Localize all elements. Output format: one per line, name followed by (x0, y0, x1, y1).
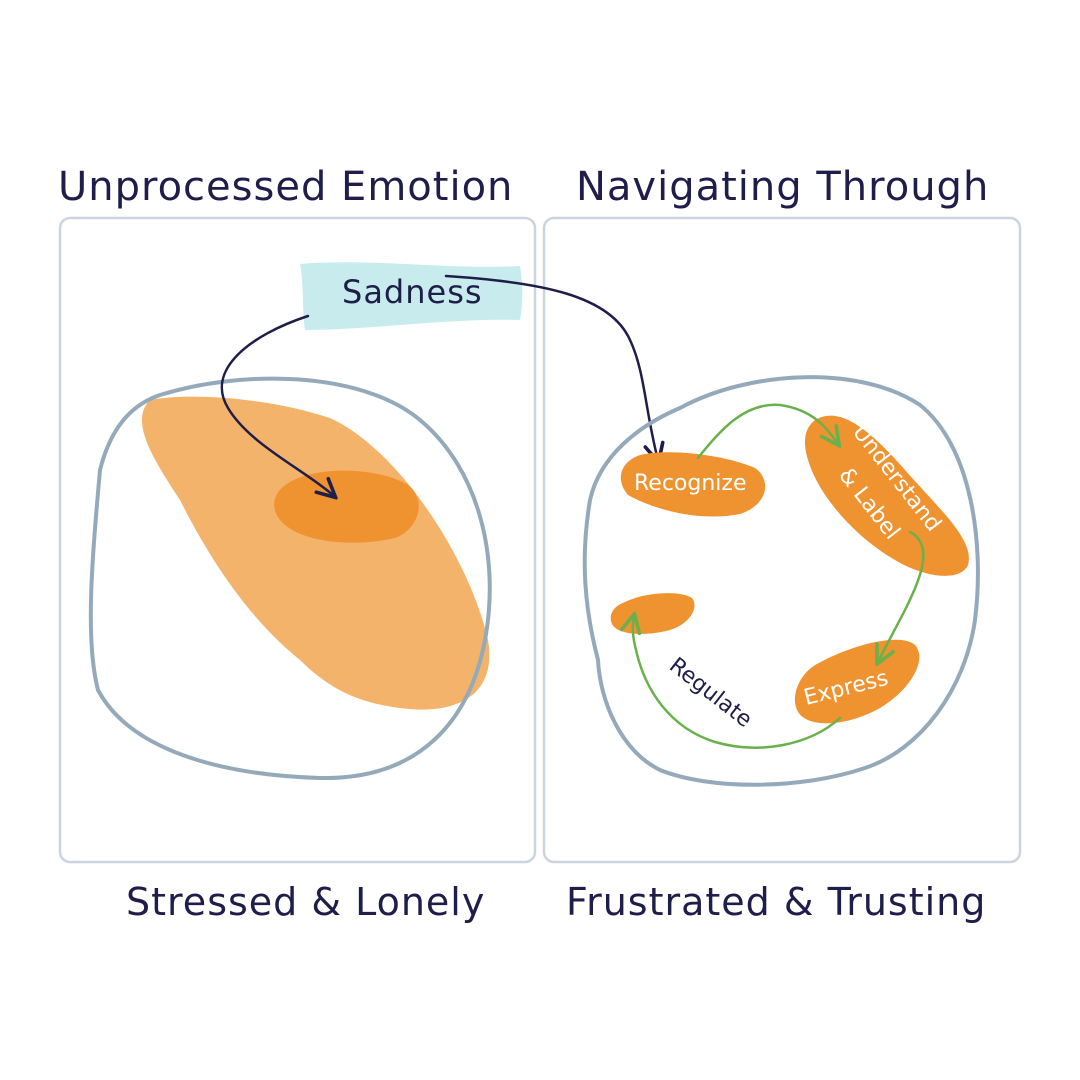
arrow-sadness-to-core (220, 314, 334, 496)
arrow-express-to-regulate (633, 616, 842, 749)
right-container-ring (582, 375, 980, 787)
understand-label-node (804, 415, 969, 576)
recognize-node (620, 452, 766, 517)
left-panel-frame (58, 216, 537, 864)
sadness-tag-label: Sadness (342, 273, 483, 311)
left-container-ring (88, 376, 492, 781)
arrow-understand-to-express (878, 530, 925, 662)
right-panel-frame (542, 216, 1022, 864)
core-emotion-blob (274, 470, 419, 543)
arrow-sadness-to-recognize (444, 274, 658, 460)
diffuse-emotion-blob (141, 396, 490, 710)
left-panel-heading: Unprocessed Emotion (58, 164, 513, 210)
right-panel-heading: Navigating Through (576, 164, 989, 210)
recognize-label: Recognize (634, 471, 747, 496)
regulate-node (610, 593, 695, 634)
arrow-recognize-to-understand (696, 403, 838, 460)
left-panel-caption: Stressed & Lonely (126, 880, 485, 924)
right-panel-caption: Frustrated & Trusting (566, 880, 986, 924)
sadness-tag (300, 262, 523, 330)
